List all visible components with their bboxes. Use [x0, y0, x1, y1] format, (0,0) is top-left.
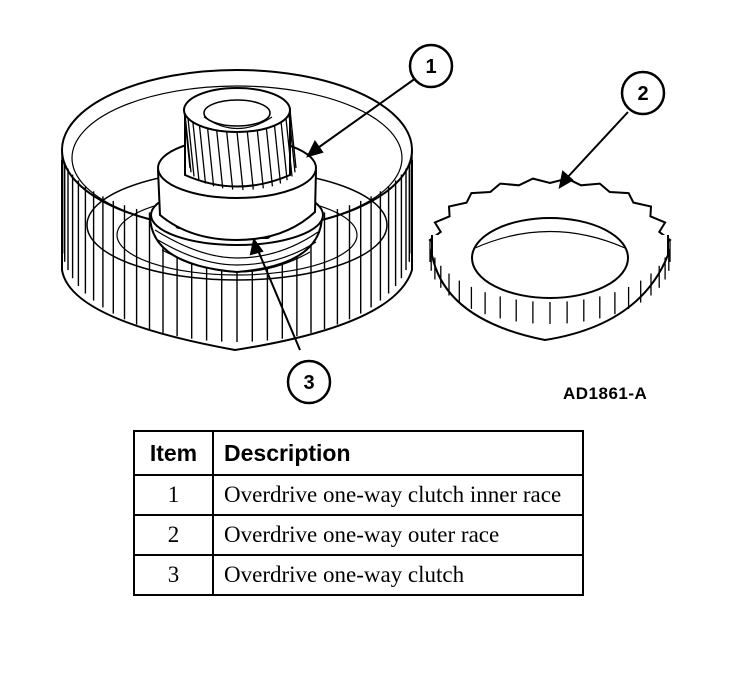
callout-bubble-1: 1 [408, 43, 454, 89]
callout-bubble-2: 2 [620, 70, 666, 116]
svg-text:2: 2 [637, 83, 648, 105]
callout-leaders [249, 77, 629, 351]
table-row: 2 Overdrive one-way outer race [133, 514, 584, 556]
legend-header-row: Item Description [133, 430, 584, 476]
legend-item-number: 3 [133, 554, 214, 596]
legend-table: Item Description 1 Overdrive one-way clu… [133, 430, 584, 596]
figure-code-label: AD1861-A [563, 384, 648, 403]
legend-item-number: 2 [133, 514, 214, 556]
legend-header-item: Item [133, 430, 214, 476]
table-row: 3 Overdrive one-way clutch [133, 554, 584, 596]
clutch-illustration: 1 2 3 [61, 43, 672, 405]
clutch-drum-assembly [61, 69, 413, 352]
legend-item-number: 1 [133, 474, 214, 516]
outer-race-ring [428, 177, 672, 342]
legend-item-description: Overdrive one-way outer race [212, 514, 584, 556]
callout-bubble-3: 3 [286, 359, 332, 405]
legend-header-description: Description [212, 430, 584, 476]
legend-item-description: Overdrive one-way clutch [212, 554, 584, 596]
legend-item-description: Overdrive one-way clutch inner race [212, 474, 584, 516]
svg-text:1: 1 [425, 56, 436, 78]
table-row: 1 Overdrive one-way clutch inner race [133, 474, 584, 516]
svg-text:3: 3 [303, 372, 314, 394]
